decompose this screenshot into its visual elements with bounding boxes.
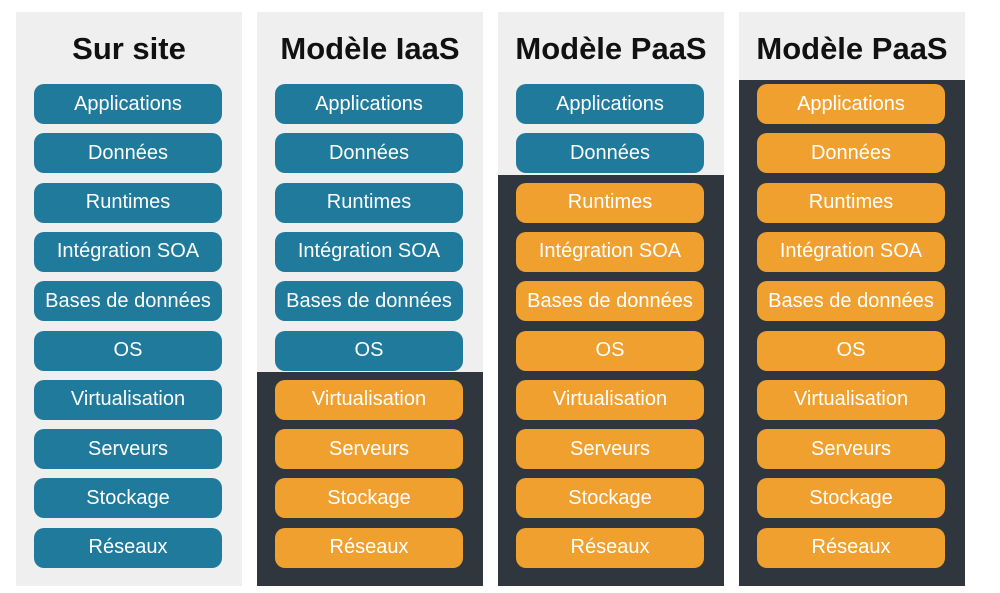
layer-pill: Bases de données bbox=[275, 281, 463, 322]
layer-pill: Réseaux bbox=[516, 527, 704, 568]
column-title: Modèle IaaS bbox=[280, 31, 460, 66]
layer-pill: Stockage bbox=[757, 478, 945, 519]
layer-pill: Virtualisation bbox=[34, 379, 222, 420]
layer-pill: Stockage bbox=[516, 478, 704, 519]
layer-pill: Stockage bbox=[275, 478, 463, 519]
layer-pill: OS bbox=[757, 330, 945, 371]
column-title: Modèle PaaS bbox=[756, 31, 948, 66]
layer-pill: Runtimes bbox=[275, 182, 463, 223]
layer-pill: Applications bbox=[275, 84, 463, 124]
column-title: Modèle PaaS bbox=[515, 31, 707, 66]
layer-pill: Stockage bbox=[34, 478, 222, 519]
layer-pill: Intégration SOA bbox=[275, 231, 463, 272]
layer-pill: OS bbox=[516, 330, 704, 371]
layer-pill: Réseaux bbox=[34, 527, 222, 568]
layer-pill: Serveurs bbox=[275, 429, 463, 470]
layer-pill: Serveurs bbox=[757, 429, 945, 470]
layer-pill: Réseaux bbox=[757, 527, 945, 568]
layer-pill: Applications bbox=[516, 84, 704, 124]
layer-pill: OS bbox=[34, 330, 222, 371]
layer-pill: Données bbox=[275, 133, 463, 174]
layer-pill: Réseaux bbox=[275, 527, 463, 568]
layer-pill: Intégration SOA bbox=[34, 231, 222, 272]
layer-pill: Serveurs bbox=[516, 429, 704, 470]
layer-pill: Données bbox=[34, 133, 222, 174]
layer-pill: OS bbox=[275, 330, 463, 371]
layer-pill: Bases de données bbox=[34, 281, 222, 322]
layer-pill: Serveurs bbox=[34, 429, 222, 470]
layer-pill: Applications bbox=[757, 84, 945, 124]
layer-pill: Bases de données bbox=[516, 281, 704, 322]
layer-pill: Données bbox=[516, 133, 704, 174]
layer-pill: Runtimes bbox=[34, 182, 222, 223]
layer-pill: Bases de données bbox=[757, 281, 945, 322]
layer-pill: Virtualisation bbox=[757, 379, 945, 420]
layer-pill: Applications bbox=[34, 84, 222, 124]
column-title: Sur site bbox=[72, 31, 186, 66]
layer-pill: Intégration SOA bbox=[516, 231, 704, 272]
layer-pill: Runtimes bbox=[516, 182, 704, 223]
layer-pill: Données bbox=[757, 133, 945, 174]
layer-pill: Virtualisation bbox=[516, 379, 704, 420]
layer-pill: Intégration SOA bbox=[757, 231, 945, 272]
layer-pill: Runtimes bbox=[757, 182, 945, 223]
layer-pill: Virtualisation bbox=[275, 379, 463, 420]
